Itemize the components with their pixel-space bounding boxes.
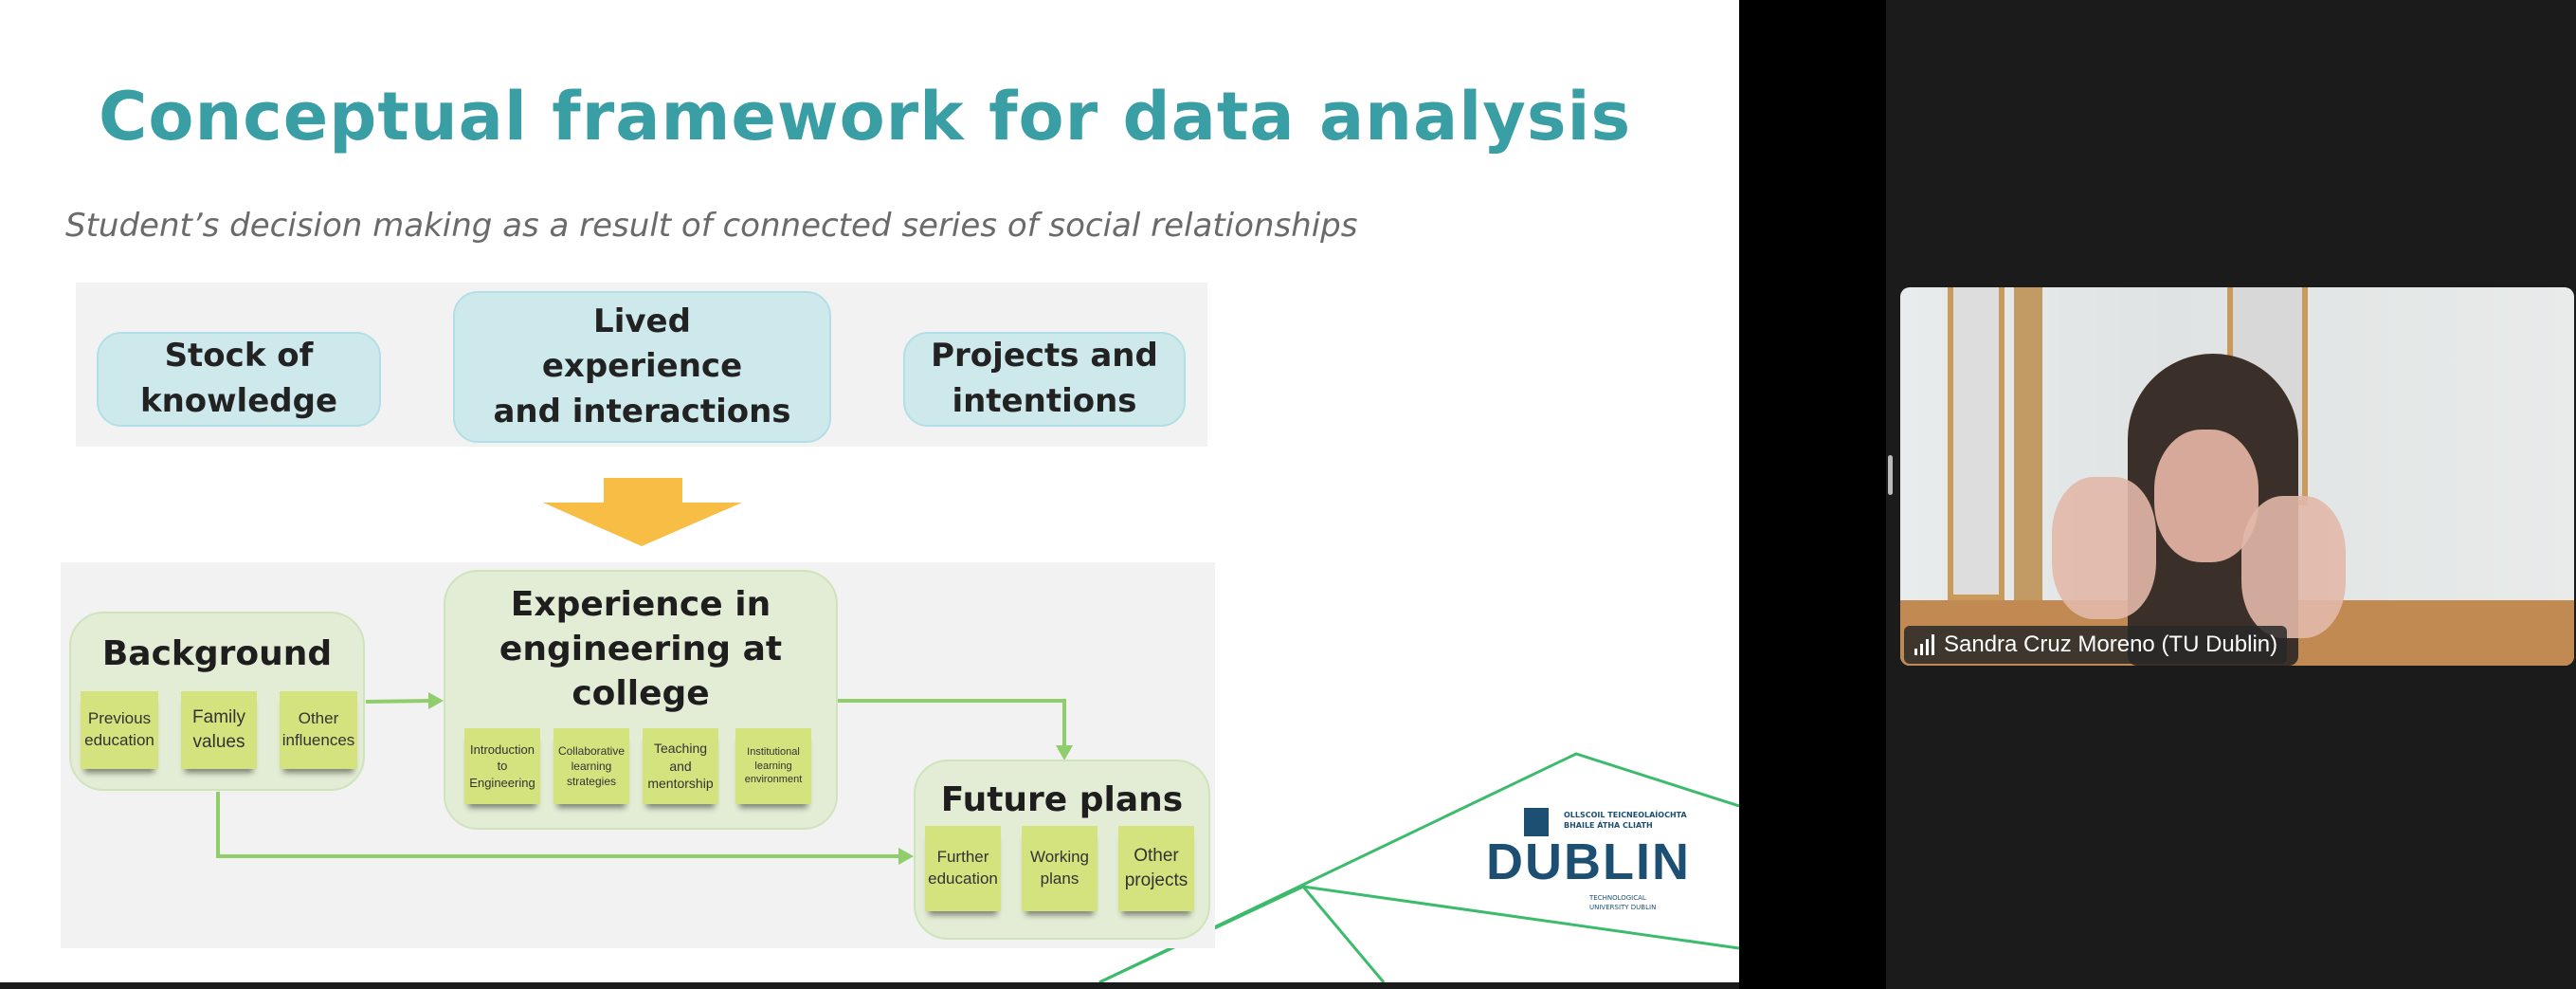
signal-bars-icon [1914, 634, 1934, 655]
sticky-note: Other projects [1118, 826, 1194, 911]
logo-irish-line2: BHAILE ÁTHA CLIATH [1564, 821, 1653, 830]
logo-t-bar [1524, 808, 1549, 836]
sticky-note: Collaborative learning strategies [553, 728, 629, 804]
participant-hand-right [2241, 496, 2346, 638]
panel-resize-handle[interactable] [1888, 455, 1893, 495]
experience-box: Experience in engineering at college Int… [444, 570, 838, 830]
sticky-note: Previous education [81, 691, 158, 769]
tu-dublin-logo: OLLSCOIL TEICNEOLAÍOCHTA BHAILE ÁTHA CLI… [1486, 808, 1689, 922]
divider-strip [1739, 0, 1886, 989]
logo-wordmark: DUBLIN [1486, 833, 1691, 890]
bookshelf-left [1948, 287, 2005, 600]
experience-title: Experience in engineering at college [499, 585, 783, 713]
sticky-note: Institutional learning environment [735, 728, 811, 804]
sticky-note: Working plans [1022, 826, 1098, 911]
participant-hand-left [2052, 477, 2156, 619]
down-arrow-icon [543, 478, 742, 546]
slide-subtitle: Student’s decision making as a result of… [65, 207, 1358, 245]
logo-irish-line1: OLLSCOIL TEICNEOLAÍOCHTA [1564, 811, 1687, 819]
sticky-note: Other influences [280, 691, 357, 769]
sticky-note: Teaching and mentorship [643, 728, 718, 804]
sticky-note: Further education [925, 826, 1001, 911]
participant-face [2154, 430, 2259, 562]
future-plans-box: Future plans Further education Working p… [914, 760, 1210, 940]
participant-video-tile[interactable]: Sandra Cruz Moreno (TU Dublin) [1900, 287, 2574, 666]
future-plans-title: Future plans [940, 780, 1184, 819]
connector-arrows [216, 692, 1073, 865]
sticky-note: Introduction to Engineering [464, 728, 540, 804]
participant-name-label: Sandra Cruz Moreno (TU Dublin) [1904, 626, 2288, 664]
logo-english-line1: TECHNOLOGICAL [1589, 894, 1646, 902]
background-box: Background Previous education Family val… [69, 612, 365, 791]
stock-of-knowledge-box: Stock of knowledge [97, 332, 381, 427]
sticky-note: Family values [181, 691, 257, 769]
logo-english-line2: UNIVERSITY DUBLIN [1589, 904, 1657, 911]
background-title: Background [101, 634, 333, 673]
participant-name: Sandra Cruz Moreno (TU Dublin) [1944, 632, 2278, 657]
decorative-green-lines [1098, 752, 1739, 982]
slide-title: Conceptual framework for data analysis [99, 78, 1632, 156]
lived-experience-box: Lived experience and interactions [453, 291, 831, 443]
presentation-slide: Conceptual framework for data analysis S… [0, 0, 1739, 982]
projects-intentions-box: Projects and intentions [903, 332, 1186, 427]
